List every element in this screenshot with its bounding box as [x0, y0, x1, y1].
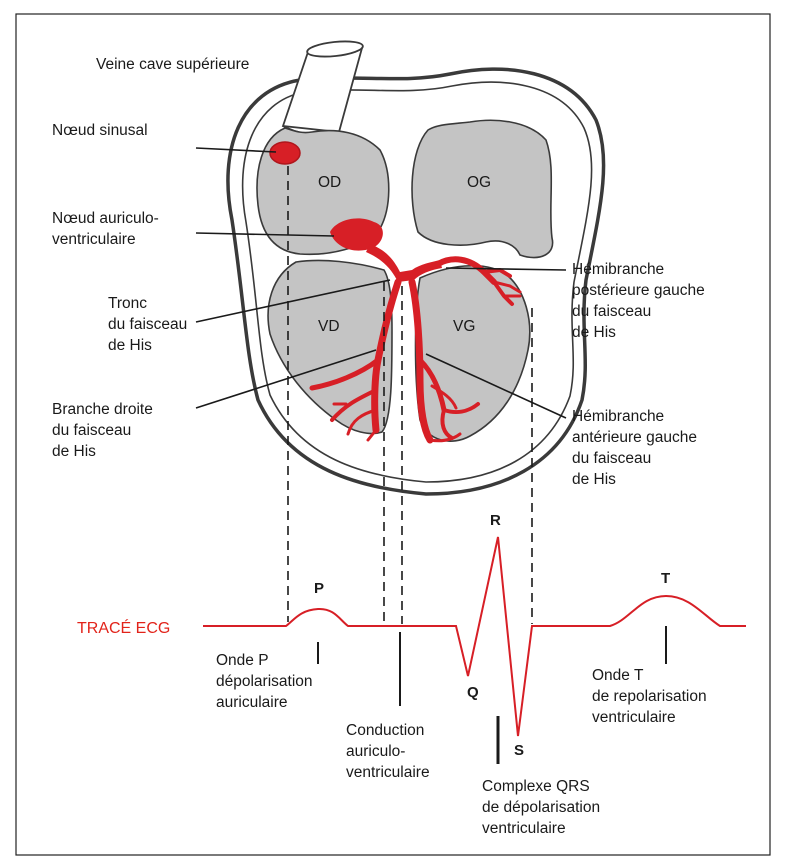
wave-q: Q — [467, 684, 479, 701]
label-his-trunk: Tronc du faisceau de His — [108, 293, 187, 356]
label-av-node: Nœud auriculo- ventriculaire — [52, 208, 159, 250]
wave-t: T — [661, 570, 670, 587]
label-superior-vena-cava: Veine cave supérieure — [96, 54, 249, 75]
wave-p: P — [314, 580, 324, 597]
chamber-label-vg: VG — [453, 316, 475, 337]
label-anterior-hemibranch: Hémibranche antérieure gauche du faiscea… — [572, 406, 697, 490]
wave-s: S — [514, 742, 524, 759]
label-conduction-av: Conduction auriculo- ventriculaire — [346, 720, 430, 783]
label-complexe-qrs: Complexe QRS de dépolarisation ventricul… — [482, 776, 600, 839]
label-sinus-node: Nœud sinusal — [52, 120, 148, 141]
chamber-label-og: OG — [467, 172, 491, 193]
label-onde-t: Onde T de repolarisation ventriculaire — [592, 665, 707, 728]
ecg-title: TRACÉ ECG — [77, 618, 170, 639]
label-right-branch: Branche droite du faisceau de His — [52, 399, 153, 462]
label-onde-p: Onde P dépolarisation auriculaire — [216, 650, 313, 713]
chamber-label-vd: VD — [318, 316, 340, 337]
wave-r: R — [490, 512, 501, 529]
label-posterior-hemibranch: Hémibranche postérieure gauche du faisce… — [572, 259, 705, 343]
sinus-node — [270, 142, 300, 164]
chamber-label-od: OD — [318, 172, 341, 193]
